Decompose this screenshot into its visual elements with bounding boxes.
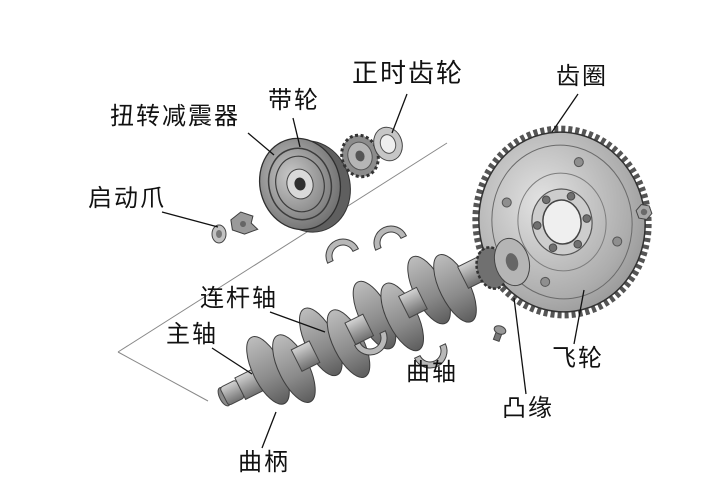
label-timing-gear: 正时齿轮 — [352, 59, 465, 88]
construction-lines — [117, 142, 448, 402]
label-connecting-rod-journal: 连杆轴 — [200, 286, 278, 312]
label-ring-gear: 齿圈 — [556, 64, 608, 90]
flywheel-illustration — [472, 125, 652, 319]
label-starting-claw: 启动爪 — [88, 186, 166, 212]
starting-claw-illustration — [211, 211, 259, 244]
label-torsional-damper: 扭转减震器 — [110, 104, 240, 130]
leader-lines — [161, 93, 585, 449]
label-crankshaft: 曲轴 — [406, 360, 458, 386]
label-main-journal: 主轴 — [166, 322, 218, 348]
timing-gear-illustration — [340, 126, 403, 179]
label-pulley: 带轮 — [268, 88, 320, 114]
bolt-illustration — [492, 325, 507, 343]
flange-illustration — [475, 237, 531, 290]
label-flange: 凸缘 — [502, 396, 554, 422]
pulley-damper-illustration — [258, 137, 351, 233]
crankshaft-illustration — [217, 250, 498, 407]
label-flywheel: 飞轮 — [552, 346, 604, 372]
label-crank: 曲柄 — [238, 450, 290, 476]
nut-illustration — [635, 203, 653, 221]
